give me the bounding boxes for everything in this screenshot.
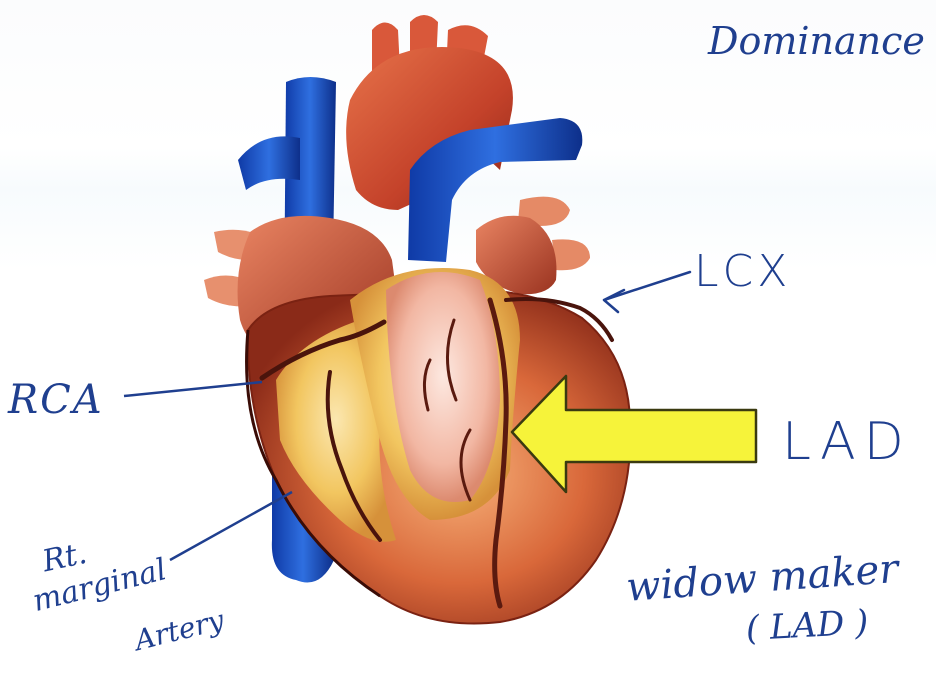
lad-paren-label: ( LAD ) [745, 606, 869, 646]
lcx-pointer-arrow [604, 272, 690, 312]
rca-label: RCA [8, 380, 104, 420]
pulmonary-vein-lower [552, 239, 590, 270]
lcx-label: LCX [694, 250, 791, 294]
dominance-note: Dominance - [708, 22, 936, 60]
lad-label: LAD [782, 416, 912, 468]
rca-pointer-line [124, 382, 262, 396]
